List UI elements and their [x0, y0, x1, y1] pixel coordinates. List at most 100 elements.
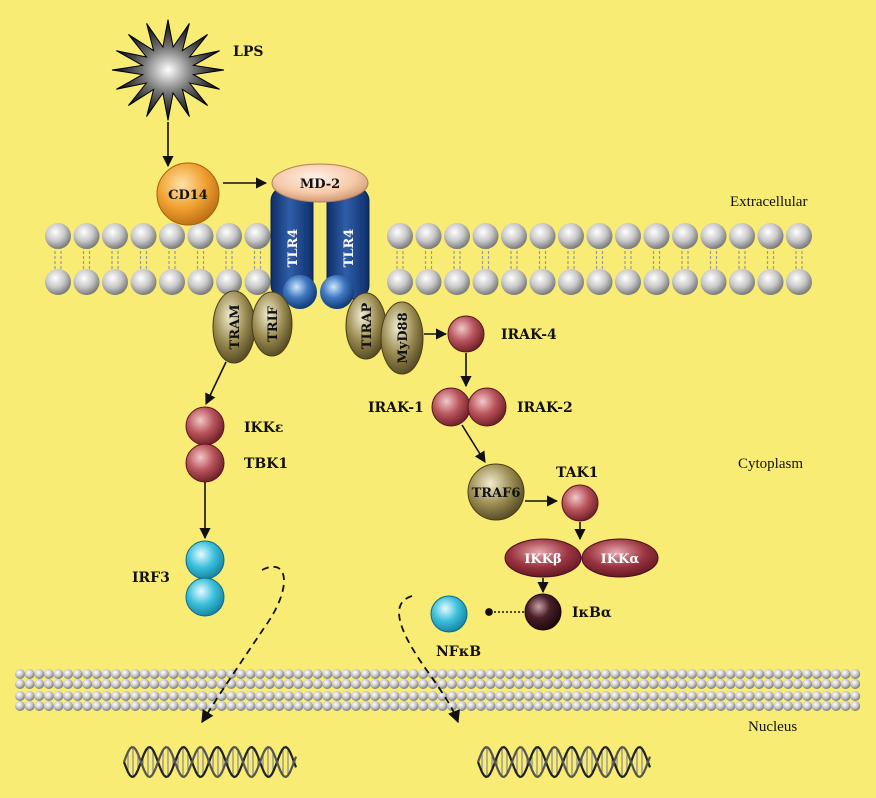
nuclear-lipid [600, 679, 611, 689]
nuclear-lipid [658, 701, 669, 711]
lipid-head [73, 223, 100, 249]
nuclear-lipid [610, 679, 621, 689]
nuclear-lipid [370, 691, 381, 701]
nuclear-lipid [187, 691, 198, 701]
lipid-head [672, 223, 698, 249]
nuclear-lipid [581, 701, 592, 711]
nuclear-lipid [514, 691, 525, 701]
nuclear-lipid [322, 669, 333, 679]
nuclear-lipid [111, 669, 121, 679]
ikke-kinase [185, 406, 225, 446]
nuclear-lipid [216, 679, 227, 689]
nuclear-lipid [485, 691, 496, 701]
nuclear-lipid [149, 691, 160, 701]
nuclear-lipid [667, 691, 678, 701]
nuclear-lipid [15, 669, 25, 679]
nuclear-lipid [504, 691, 515, 701]
nuclear-lipid [159, 691, 169, 701]
lipid-head [757, 269, 784, 295]
nuclear-lipid [821, 679, 832, 689]
ikka-label: IKKα [601, 552, 640, 567]
nuclear-lipid [725, 669, 736, 679]
nuclear-lipid [303, 669, 313, 679]
nuclear-lipid [389, 701, 400, 711]
nuclear-lipid [562, 669, 573, 679]
nuclear-lipid [312, 669, 323, 679]
lipid-head [45, 223, 71, 249]
nuclear-lipid [571, 691, 582, 701]
lipid-head [529, 223, 556, 249]
nuclear-lipid [360, 679, 371, 689]
nuclear-lipid [456, 701, 467, 711]
nuclear-lipid [283, 701, 294, 711]
irak1-kinase [431, 387, 471, 427]
nuclear-lipid [283, 691, 294, 701]
lipid-head [130, 223, 157, 249]
nuclear-lipid [226, 679, 237, 689]
md2-protein [271, 163, 369, 203]
nfkb-factor [430, 595, 468, 633]
nuclear-lipid [303, 701, 313, 711]
nuclear-lipid [207, 679, 217, 689]
nuclear-lipid [533, 691, 544, 701]
nuclear-lipid [456, 691, 467, 701]
lipid-head [615, 269, 641, 295]
nuclear-lipid [149, 701, 160, 711]
irf3-translocation-arrow [201, 565, 285, 724]
nuclear-lipid [264, 669, 275, 679]
nuclear-lipid [504, 701, 515, 711]
nuclear-lipid [331, 669, 342, 679]
nuclear-lipid [552, 701, 563, 711]
irf3-label: IRF3 [132, 570, 170, 586]
nuclear-lipid [571, 679, 582, 689]
nuclear-lipid [495, 701, 505, 711]
nuclear-lipid [514, 669, 525, 679]
nuclear-lipid [504, 669, 515, 679]
nuclear-lipid [101, 691, 112, 701]
nuclear-lipid [207, 669, 217, 679]
nuclear-lipid [485, 669, 496, 679]
nuclear-lipid [725, 679, 736, 689]
nuclear-lipid [111, 701, 121, 711]
trif-adaptor [251, 291, 293, 357]
nuclear-lipid [754, 691, 765, 701]
tak1-label: TAK1 [556, 465, 598, 481]
nuclear-lipid [754, 679, 765, 689]
nuclear-lipid [379, 701, 390, 711]
nuclear-lipid [197, 691, 208, 701]
lipid-head [558, 269, 584, 295]
nuclear-lipid [235, 701, 246, 711]
nuclear-lipid [255, 679, 265, 689]
nuclear-lipid [322, 701, 333, 711]
nuclear-lipid [130, 669, 141, 679]
nuclear-lipid [811, 669, 822, 679]
nuclear-lipid [533, 701, 544, 711]
nuclear-lipid [687, 701, 697, 711]
nuclear-lipid [783, 691, 793, 701]
nuclear-lipid [735, 701, 745, 711]
nuclear-lipid [754, 701, 765, 711]
lipid-head [130, 269, 157, 295]
nuclear-lipid [149, 679, 160, 689]
nuclear-lipid [802, 679, 813, 689]
lipid-head [187, 223, 214, 249]
nuclear-lipid [34, 679, 45, 689]
nuclear-lipid [696, 669, 707, 679]
nuclear-lipid [639, 701, 649, 711]
nuclear-lipid [24, 701, 35, 711]
nuclear-lipid [274, 691, 285, 701]
nuclear-lipid [792, 679, 803, 689]
nuclear-lipid [744, 669, 755, 679]
lipid-head [700, 223, 727, 249]
nucleus-label: Nucleus [748, 719, 797, 735]
nuclear-lipid [226, 691, 237, 701]
nuclear-lipid [591, 679, 601, 689]
nuclear-lipid [792, 669, 803, 679]
nuclear-lipid [581, 669, 592, 679]
plasma-membrane [45, 223, 812, 295]
lipid-head [729, 269, 755, 295]
nuclear-lipid [341, 679, 352, 689]
nuclear-lipid [53, 679, 64, 689]
nuclear-lipid [821, 669, 832, 679]
